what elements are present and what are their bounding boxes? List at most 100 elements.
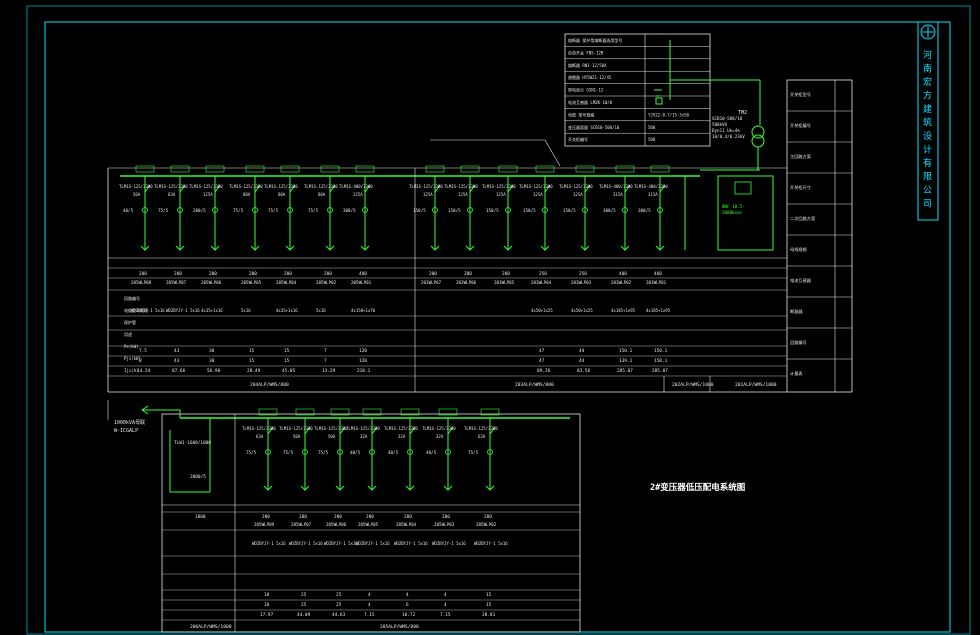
hv-row-label: 负荷开关 FN5-12R (568, 49, 604, 55)
ct-ratio: 150/5 (413, 208, 426, 213)
feeder-kx: 47 (539, 358, 545, 364)
arrow-down-icon (300, 485, 310, 491)
stamp-char: 有 (923, 157, 932, 169)
feeder-pjs: 7.15 (364, 612, 375, 618)
ct-icon (432, 207, 438, 213)
feeder-load: 200 (284, 271, 292, 277)
feeder-cable: WDZBYJY-1 5x16 (252, 541, 286, 546)
feeder-cable: 4x50+1x25 (531, 308, 553, 313)
arrow-down-icon (580, 245, 590, 251)
arrow-down-icon (210, 245, 220, 251)
feeder-load: 200 (502, 271, 510, 277)
ct-icon (327, 207, 333, 213)
hv-row-value: 500 (648, 137, 656, 142)
arrow-down-icon (175, 245, 185, 251)
feeder-pe: 44 (579, 348, 585, 354)
breaker-model: TLM1S-400/3300 (599, 184, 633, 189)
transformer-label: TM2 (738, 110, 747, 116)
stamp-char: 南 (923, 63, 932, 75)
breaker-model: TLM1S-125/3300 (119, 184, 153, 189)
feeder-id: 205WLP04 (396, 522, 417, 527)
breaker-rating: 32A (398, 434, 406, 439)
arrow-down-icon (443, 485, 453, 491)
feeder-cable: WDZBYJY-1 5x16 (356, 541, 390, 546)
feeder-load: 200 (484, 514, 492, 520)
feeder-tag (650, 165, 670, 173)
stamp-char: 方 (923, 90, 932, 102)
arrow-down-icon (430, 245, 440, 251)
feeder-load: 250 (539, 271, 547, 277)
hv-row-value: 500 (648, 125, 656, 130)
feeder-pe: 25 (336, 592, 342, 598)
feeder-cable: 5x16 (241, 308, 251, 313)
arrow-down-icon (140, 245, 150, 251)
feeder-kx: 25 (301, 602, 307, 608)
feeder-pe: 10 (264, 592, 270, 598)
feeder-id: 203WLP04 (531, 280, 552, 285)
feeder-id: 205WLP08 (131, 280, 152, 285)
panel-label: 201ALP/WMS/1000 (735, 382, 777, 388)
ct-ratio: 40/5 (123, 208, 134, 213)
feeder-pe: 15 (486, 592, 492, 598)
feeder-cable: WDZBYJY-1 5x16 (166, 308, 200, 313)
breaker-rating: 50A (328, 434, 336, 439)
breaker-model: TLM1S-125/3300 (519, 184, 553, 189)
ct-icon (369, 449, 375, 455)
breaker-icon (214, 184, 221, 193)
legend-item: 计量表 (790, 370, 803, 377)
ct-icon (177, 207, 183, 213)
ct-icon (337, 449, 343, 455)
legend-item: 回路编号 (790, 339, 807, 346)
feeder-kx: 4 (368, 602, 371, 608)
feeder-pjs: 218.1 (357, 368, 371, 374)
breaker-model: TLM1S-125/3300 (346, 426, 380, 431)
transformer-spec: 10/0.4/0.23kV (712, 134, 745, 139)
feeder-kx: 6 (406, 602, 409, 608)
ct-ratio: 75/5 (158, 208, 169, 213)
hv-row-value: YJV22-8.7/15-3x50 (648, 112, 690, 117)
legend-item: 开关柜型号 (790, 91, 811, 98)
feeder-tag (245, 165, 265, 173)
feeder-cable: 5x16 (316, 308, 326, 313)
feeder-cable: WDZBYJY-1 5x16 (324, 541, 358, 546)
breaker-rating: 125A (496, 192, 506, 197)
feeder-cable: 4x185+1x95 (646, 308, 671, 313)
stamp-char: 河 (923, 49, 932, 61)
ct-ratio: 75/5 (246, 450, 257, 455)
feeder-kx: 139.1 (619, 358, 633, 364)
ct-icon (542, 207, 548, 213)
breaker-icon (544, 184, 551, 193)
breaker-icon (179, 184, 186, 193)
feeder-id: 205WLP01 (351, 280, 372, 285)
company-logo-icon (920, 24, 936, 40)
feeder-pe: 150.1 (619, 348, 633, 354)
breaker-icon (371, 426, 378, 435)
stamp-char: 筑 (923, 117, 932, 129)
ct-icon (467, 207, 473, 213)
arrow-down-icon (335, 485, 345, 491)
incomer-label: 1000kVA母联 (114, 419, 145, 426)
breaker-model: TLM1S-125/3300 (229, 184, 263, 189)
breaker-icon (304, 426, 311, 435)
feeder-id: 203WLP05 (494, 280, 515, 285)
feeder-id: 205WLP07 (166, 280, 187, 285)
feeder-pe: 4 (406, 592, 409, 598)
breaker-icon (624, 184, 631, 193)
feeder-kx: 44 (579, 358, 585, 364)
feeder-id: 203WLP07 (421, 280, 442, 285)
feeder-pjs: 83.56 (577, 368, 591, 374)
feeder-tag (362, 408, 382, 416)
feeder-pe: 4 (444, 592, 447, 598)
breaker-model: TLM1S-125/3300 (464, 426, 498, 431)
legend-item: 母线规格 (790, 246, 808, 253)
feeder-kx: 10 (264, 602, 270, 608)
feeder-load: 250 (579, 271, 587, 277)
stamp-char: 司 (923, 199, 932, 210)
breaker-rating: 125A (423, 192, 433, 197)
feeder-load: 200 (139, 271, 147, 277)
feeder-pe: 43 (174, 348, 180, 354)
ct-icon (582, 207, 588, 213)
ct-icon (622, 207, 628, 213)
panel-label: 202ALP/WMS/1000 (672, 382, 714, 388)
